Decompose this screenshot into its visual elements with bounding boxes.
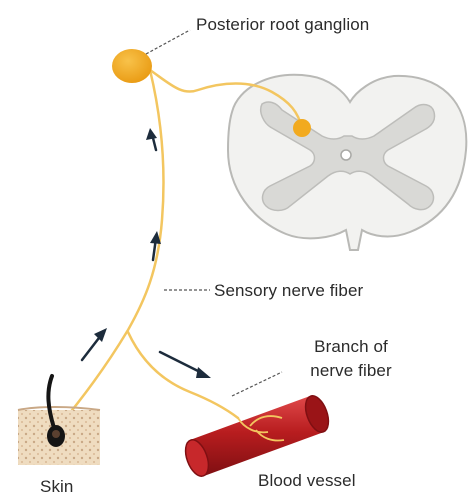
sensory-nerve-fiber	[60, 70, 164, 425]
branch-of-nerve-fiber	[128, 332, 238, 418]
label-sensory-nerve-fiber: Sensory nerve fiber	[214, 280, 363, 301]
blood-vessel	[181, 393, 333, 480]
label-skin: Skin	[40, 476, 73, 497]
central-canal	[341, 150, 351, 160]
label-posterior-root-ganglion: Posterior root ganglion	[196, 14, 369, 35]
spinal-cord-cross-section	[228, 75, 466, 250]
posterior-root-ganglion	[112, 49, 152, 83]
arrow-up-icon	[82, 328, 107, 360]
arrow-down-right-icon	[160, 352, 211, 378]
arrow-up-icon	[146, 128, 157, 150]
label-blood-vessel: Blood vessel	[258, 470, 356, 491]
branch-leader	[232, 372, 282, 396]
impulse-direction-arrows	[82, 128, 211, 378]
label-branch-of-nerve-fiber-line2: nerve fiber	[296, 360, 406, 381]
label-branch-of-nerve-fiber-line1: Branch of	[296, 336, 406, 357]
ganglion-leader	[146, 30, 190, 54]
nerve-terminal-in-spinal-cord	[293, 119, 311, 137]
